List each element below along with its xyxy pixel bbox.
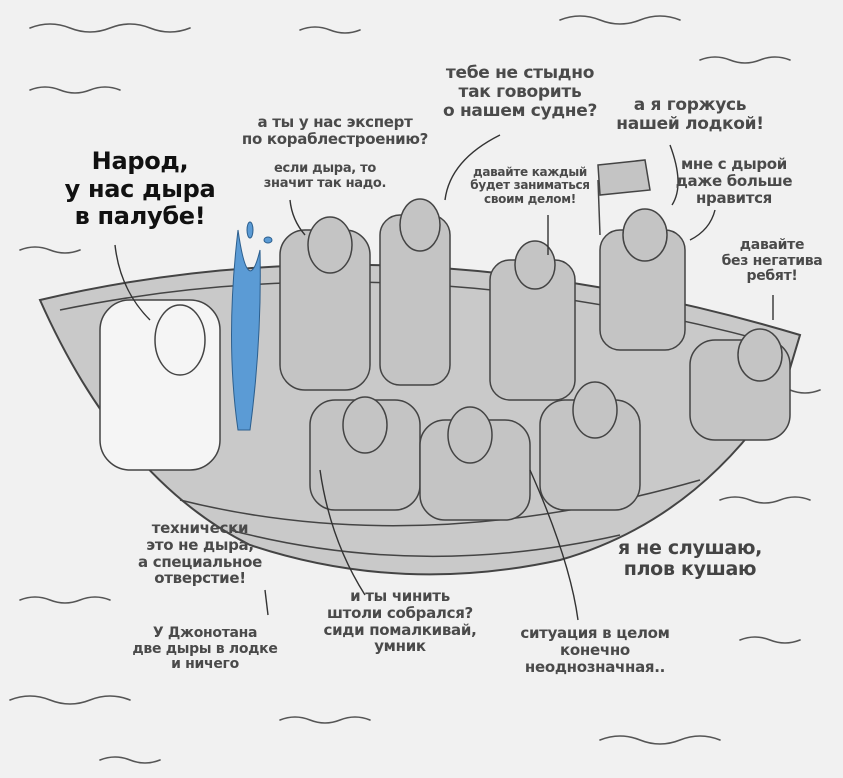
caption-line: сиди помалкивай,	[323, 620, 477, 639]
caption-line: без негатива	[721, 252, 823, 269]
caption-line: а ты у нас эксперт	[257, 113, 413, 131]
caption-line: технически	[151, 519, 249, 537]
caption-line: тебе не стыдно	[445, 63, 595, 83]
caption-line: по кораблестроению?	[241, 129, 429, 148]
caption-like-more: мне с дырой даже больше нравится	[676, 156, 793, 206]
caption-line: Народ,	[91, 147, 189, 175]
caption-own-business: давайте каждый будет заниматься своим де…	[470, 165, 590, 206]
caption-proud: а я горжусь нашей лодкой!	[616, 95, 764, 135]
caption-line: если дыра, то	[273, 161, 377, 176]
caption-line: ребят!	[746, 268, 798, 285]
caption-line: давайте каждый	[472, 165, 588, 179]
caption-line: мне с дырой	[680, 155, 788, 173]
flag	[597, 159, 651, 236]
caption-line: и ты чинить	[350, 587, 450, 605]
caption-so-needed: если дыра, то значит так надо.	[263, 161, 387, 191]
caption-line: нашей лодкой!	[616, 114, 764, 135]
caption-line: две дыры в лодке	[132, 640, 278, 657]
caption-line: нравится	[695, 188, 773, 207]
caption-jonotan: У Джонотана две дыры в лодке и ничего	[132, 625, 278, 673]
caption-ashamed: тебе не стыдно так говорить о нашем судн…	[442, 63, 598, 122]
caption-line: неоднозначная..	[524, 657, 666, 676]
caption-line: ситуация в целом	[520, 624, 670, 642]
passengers	[99, 198, 791, 521]
caption-line: значит так надо.	[263, 175, 387, 191]
caption-line: у нас дыра	[64, 174, 216, 203]
caption-line: я не слушаю,	[617, 537, 763, 559]
caption-fix: и ты чинить штоли собрался? сиди помалки…	[323, 588, 476, 655]
caption-line: отверстие!	[154, 569, 246, 588]
caption-line: это не дыра,	[146, 535, 254, 554]
caption-line: будет заниматься	[470, 178, 590, 193]
water-spout	[231, 221, 273, 431]
caption-line: так говорить	[458, 82, 582, 103]
caption-line: У Джонотана	[152, 625, 258, 641]
waves	[9, 15, 821, 764]
caption-line: давайте	[739, 237, 805, 253]
caption-no-negativity: давайте без негатива ребят!	[721, 237, 823, 285]
caption-plov: я не слушаю, плов кушаю	[617, 537, 763, 581]
caption-line: а специальное	[138, 552, 262, 571]
caption-line: о нашем судне?	[442, 101, 598, 122]
caption-line: умник	[374, 637, 426, 656]
speech-lines	[114, 134, 774, 621]
caption-line: плов кушаю	[623, 558, 757, 581]
caption-main: Народ, у нас дыра в палубе!	[64, 147, 216, 231]
caption-line: в палубе!	[74, 202, 206, 231]
caption-expert: а ты у нас эксперт по кораблестроению?	[242, 114, 428, 148]
caption-line: даже больше	[675, 171, 793, 190]
caption-line: штоли собрался?	[327, 603, 473, 622]
caption-line: и ничего	[171, 656, 239, 673]
caption-line: конечно	[560, 640, 630, 659]
caption-line: а я горжусь	[633, 95, 747, 115]
caption-technically: технически это не дыра, а специальное от…	[138, 520, 262, 587]
boat-plank	[229, 529, 621, 558]
caption-ambiguous: ситуация в целом конечно неоднозначная..	[520, 624, 670, 676]
caption-line: своим делом!	[484, 191, 576, 206]
